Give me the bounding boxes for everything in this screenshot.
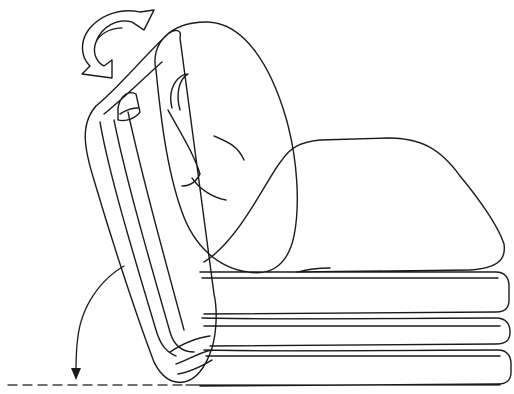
recline-angle-arc-icon [71,266,124,380]
pillow [155,22,297,273]
backrest-frame [85,31,216,383]
seat-cushion [200,138,511,386]
curved-rotate-arrow-icon [82,10,154,78]
